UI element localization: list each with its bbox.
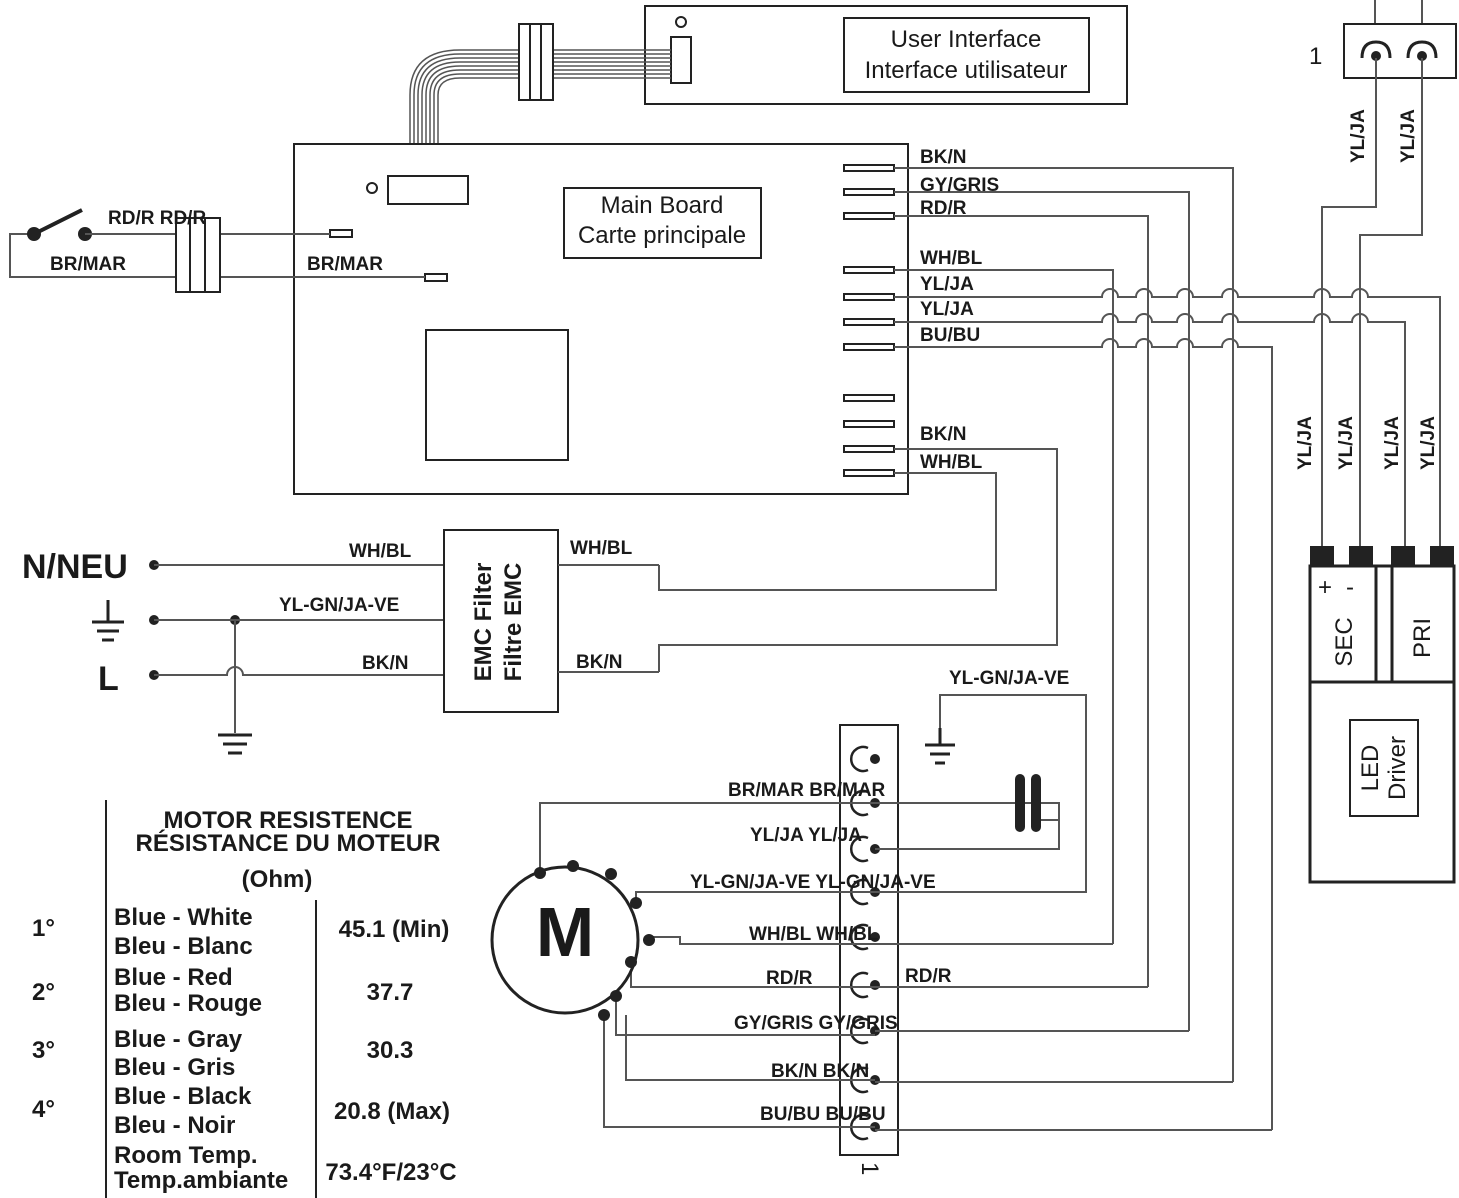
wire-label: YL/JA <box>1382 416 1403 470</box>
table-row: 1° Blue - White Bleu - Blanc 45.1 (Min) <box>32 904 449 960</box>
svg-text:Bleu - Blanc: Bleu - Blanc <box>114 933 253 960</box>
wire-label: YL/JA <box>1348 109 1369 163</box>
table-title-fr: RÉSISTANCE DU MOTEUR <box>136 829 441 857</box>
svg-text:Blue - Black: Blue - Black <box>114 1083 252 1110</box>
wire-label: BK/N <box>576 652 622 673</box>
wire-label: YL/JA YL/JA <box>750 825 862 846</box>
wire-label: YL-GN/JA-VE <box>279 595 399 616</box>
neutral-label: N/NEU <box>22 548 128 586</box>
ground-icon <box>92 600 124 642</box>
wire-label: WH/BL WH/BL <box>749 924 879 945</box>
ribbon-cable <box>409 23 671 178</box>
svg-text:3°: 3° <box>32 1037 55 1064</box>
svg-text:73.4°F/23°C: 73.4°F/23°C <box>325 1159 456 1186</box>
board-wires: BK/N GY/GRIS RD/R WH/BL YL/JA YL/JA BU/B… <box>658 147 1273 1130</box>
wire-label: BR/MAR <box>50 254 126 275</box>
ground-icon <box>925 728 955 765</box>
wire-label: RD/R <box>920 198 967 219</box>
emc-filter-label-fr: Filtre EMC <box>500 563 527 682</box>
wire-label: BU/BU <box>920 325 980 346</box>
table-row: 3° Blue - Gray Bleu - Gris 30.3 <box>32 1026 413 1081</box>
table-title-en: MOTOR RESISTENCE <box>164 807 413 834</box>
wire-label: YL/JA <box>920 274 974 295</box>
svg-text:Room Temp.: Room Temp. <box>114 1142 258 1169</box>
svg-text:Blue - Red: Blue - Red <box>114 964 233 991</box>
svg-text:Blue - White: Blue - White <box>114 904 253 931</box>
emc-filter: EMC Filter Filtre EMC WH/BL BK/N <box>443 529 659 713</box>
table-row: 2° Blue - Red Bleu - Rouge 37.7 <box>32 964 413 1017</box>
wire-label: YL-GN/JA-VE <box>949 668 1069 689</box>
sec-plus: + <box>1318 574 1332 601</box>
terminal-number: 1 <box>856 1162 883 1175</box>
wire-label: YL/JA <box>1418 416 1439 470</box>
wire-label: GY/GRIS <box>920 175 999 196</box>
main-board-label-fr: Carte principale <box>578 222 746 249</box>
svg-text:1°: 1° <box>32 915 55 942</box>
door-switch: RD/R RD/R BR/MAR BR/MAR <box>9 208 425 293</box>
resistance-table: MOTOR RESISTENCE RÉSISTANCE DU MOTEUR (O… <box>32 800 457 1198</box>
pri-label: PRI <box>1409 618 1436 658</box>
wire-label: YL/JA <box>920 299 974 320</box>
motor-wires: YL-GN/JA-VE BR/MAR BR/MAR YL/JA YL/JA YL… <box>539 668 1272 1131</box>
user-interface-board: User Interface Interface utilisateur <box>644 5 1128 105</box>
line-label: L <box>98 660 119 698</box>
svg-text:30.3: 30.3 <box>367 1037 414 1064</box>
wire-label: YL/JA <box>1295 416 1316 470</box>
wire-label: WH/BL <box>920 248 983 269</box>
svg-text:20.8 (Max): 20.8 (Max) <box>334 1098 450 1125</box>
motor: M <box>490 860 655 1021</box>
terminal-block: 1 <box>839 724 899 1175</box>
user-interface-label-en: User Interface <box>891 26 1042 53</box>
wire-label: YL-GN/JA-VE YL-GN/JA-VE <box>690 872 936 893</box>
wire-label: WH/BL <box>349 541 412 562</box>
user-interface-label-fr: Interface utilisateur <box>865 57 1068 84</box>
wire-label: BK/N BK/N <box>771 1061 869 1082</box>
wire-label: BU/BU BU/BU <box>760 1104 886 1125</box>
svg-text:Bleu - Rouge: Bleu - Rouge <box>114 990 262 1017</box>
table-unit: (Ohm) <box>242 866 313 893</box>
table-row: 4° Blue - Black Bleu - Noir 20.8 (Max) <box>32 1083 450 1139</box>
led-driver: + - SEC PRI LED Driver <box>1308 546 1456 884</box>
lamp-holder: 1 <box>1309 0 1457 79</box>
svg-text:Bleu - Gris: Bleu - Gris <box>114 1054 235 1081</box>
svg-text:Blue - Gray: Blue - Gray <box>114 1026 243 1053</box>
svg-text:Temp.ambiante: Temp.ambiante <box>114 1167 288 1194</box>
sec-label: SEC <box>1331 617 1358 666</box>
svg-text:4°: 4° <box>32 1096 55 1123</box>
table-row: Room Temp. Temp.ambiante 73.4°F/23°C <box>114 1142 457 1194</box>
wire-label: BR/MAR BR/MAR <box>728 780 886 801</box>
wire-label: WH/BL <box>920 452 983 473</box>
wire-label: GY/GRIS GY/GRIS <box>734 1013 898 1034</box>
ground-icon <box>218 733 252 755</box>
svg-text:45.1 (Min): 45.1 (Min) <box>339 916 450 943</box>
power-input: N/NEU L WH/BL YL-GN/JA-VE BK/N <box>22 541 444 755</box>
wire-label: WH/BL <box>570 538 633 559</box>
wire-label: RD/R <box>905 966 952 987</box>
sec-minus: - <box>1346 574 1354 601</box>
motor-symbol: M <box>536 893 594 971</box>
wire-label: BK/N <box>362 653 408 674</box>
main-board: Main Board Carte principale <box>293 143 909 495</box>
wire-label: BR/MAR <box>307 254 383 275</box>
wire-label: YL/JA <box>1336 416 1357 470</box>
emc-filter-label-en: EMC Filter <box>470 563 497 682</box>
capacitor <box>1015 774 1041 832</box>
main-board-label-en: Main Board <box>601 192 724 219</box>
wire-label: RD/R <box>766 968 813 989</box>
wire-label: YL/JA <box>1398 109 1419 163</box>
wire-label: BK/N <box>920 424 966 445</box>
led-driver-label-1: LED <box>1357 745 1384 792</box>
svg-text:2°: 2° <box>32 979 55 1006</box>
led-driver-label-2: Driver <box>1384 736 1411 800</box>
main-board-chip <box>425 329 569 461</box>
svg-text:37.7: 37.7 <box>367 979 414 1006</box>
svg-text:Bleu - Noir: Bleu - Noir <box>114 1112 235 1139</box>
wire-label: RD/R RD/R <box>108 208 206 229</box>
lamp-number: 1 <box>1309 43 1322 70</box>
wire-label: BK/N <box>920 147 966 168</box>
led-wires: YL/JA YL/JA YL/JA YL/JA YL/JA YL/JA <box>894 58 1441 550</box>
